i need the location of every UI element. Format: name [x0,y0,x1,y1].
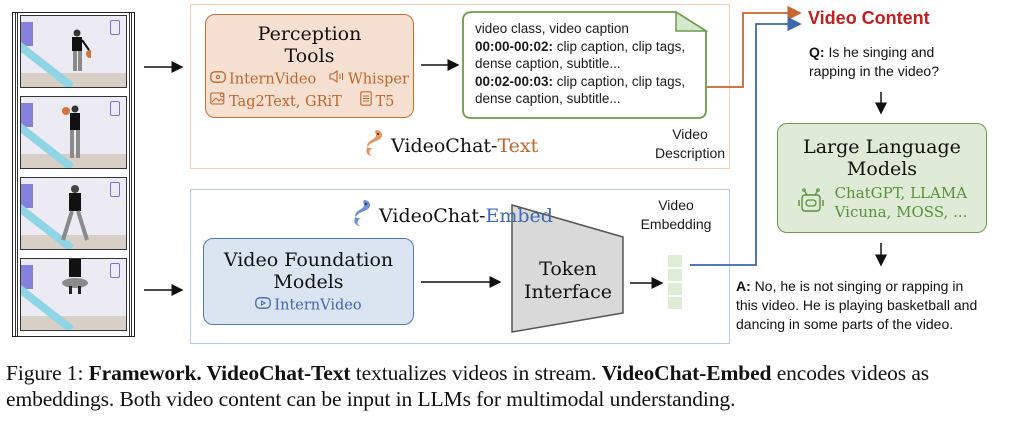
caption-bold-framework: Framework. VideoChat-Text [88,361,351,385]
perception-tools-box: Perception Tools InternVideo Whisper Tag… [205,14,414,118]
video-description-label: Video Description [640,125,740,163]
film-rail-left [15,13,18,336]
perception-tools-title-line1: Perception [257,23,362,45]
question-line1: Is he singing and [824,44,935,60]
vfm-title-line1: Video Foundation [223,249,394,271]
vfm-title-line2: Models [273,271,344,293]
answer-line3: dancing in some parts of the video. [736,316,954,332]
robot-icon [797,187,825,219]
videochat-embed-title: VideoChat-Embed [350,198,553,233]
channel-logo-icon [110,20,120,35]
segment-text: dense caption, subtitle... [475,56,621,71]
question-text: Q: Is he singing and rapping in the vide… [809,43,939,81]
video-play-icon [255,295,272,316]
segment-time: 00:02-00:03: [475,73,554,89]
embedding-cell [668,283,682,295]
person-dribbling-figure [72,29,91,71]
video-content-title: Video Content [808,8,930,28]
video-embedding-label-line1: Video [658,197,694,213]
videochat-embed-title-prefix: VideoChat- [379,204,486,227]
person-dancing-figure [61,185,89,241]
description-line: video class, video caption [475,21,629,36]
tool-tag2text-grit: Tag2Text, GRiT [229,93,342,110]
videochat-embed-panel [190,189,730,344]
channel-logo-icon [110,101,120,116]
video-frame [20,258,127,331]
video-filmstrip [12,12,135,337]
person-jumping-figure [62,259,88,294]
parrot-logo-icon [362,128,386,163]
llm-models-line1: ChatGPT, LLAMA [834,184,968,202]
llm-title-line2: Models [846,158,918,180]
video-description-text: video class, video caption 00:00-00:02: … [475,20,685,108]
vfm-internvideo: InternVideo [274,297,362,314]
speaker-icon [329,69,345,90]
token-interface-line1: Token [539,258,597,280]
segment-text: clip caption, clip tags, [553,38,686,54]
perception-tools-title-line2: Tools [284,45,335,67]
llm-box: Large Language Models ChatGPT, LLAMA Vic… [777,123,987,233]
video-description-label-line1: Video [672,126,708,142]
llm-title-line1: Large Language [803,136,961,158]
video-frame [20,15,127,88]
film-rail-right [129,13,132,336]
answer-line1: No, he is not singing or rapping in [750,278,964,294]
embedding-cell [668,297,682,309]
document-icon [360,90,373,113]
caption-label: Figure 1: [6,361,89,385]
answer-prefix: A: [736,278,751,294]
segment-time: 00:00-00:02: [475,38,554,54]
image-icon [210,91,226,112]
caption-text2: encodes videos as embeddings. Both video… [6,361,930,411]
video-embedding-label: Video Embedding [628,196,724,234]
answer-line2: this video. He is playing basketball and [736,297,978,313]
tool-t5: T5 [375,93,395,110]
embedding-cell [668,255,682,267]
video-frame [20,177,127,250]
segment-text: clip caption, clip tags, [553,73,686,89]
token-interface-line2: Interface [524,281,612,303]
videochat-text-title-suffix: Text [497,134,539,157]
video-embedding-vector [668,255,682,309]
caption-bold-embed: VideoChat-Embed [601,361,772,385]
videochat-text-title-prefix: VideoChat- [391,134,498,157]
question-line2: rapping in the video? [809,63,939,79]
caption-text1: textualizes videos in stream. [350,361,602,385]
videochat-text-title: VideoChat-Text [362,128,538,163]
tool-internvideo: InternVideo [229,71,317,88]
question-prefix: Q: [809,44,825,60]
answer-text: A: No, he is not singing or rapping in t… [736,277,977,334]
segment-text: dense caption, subtitle... [475,91,621,106]
video-play-icon [210,69,226,90]
video-description-label-line2: Description [654,145,726,161]
tool-whisper: Whisper [347,71,409,88]
figure-caption: Figure 1: Framework. VideoChat-Text text… [6,360,1022,412]
videochat-embed-title-suffix: Embed [485,204,553,227]
embedding-cell [668,269,682,281]
video-embedding-label-line2: Embedding [640,216,712,232]
person-holding-ball-figure [62,105,80,158]
token-interface-label: Token Interface [514,258,622,304]
parrot-logo-icon [350,198,374,233]
video-foundation-models-box: Video Foundation Models InternVideo [203,238,414,325]
llm-models-line2: Vicuna, MOSS, ... [834,203,968,221]
channel-logo-icon [110,263,120,278]
channel-logo-icon [110,182,120,197]
video-frame [20,96,127,169]
